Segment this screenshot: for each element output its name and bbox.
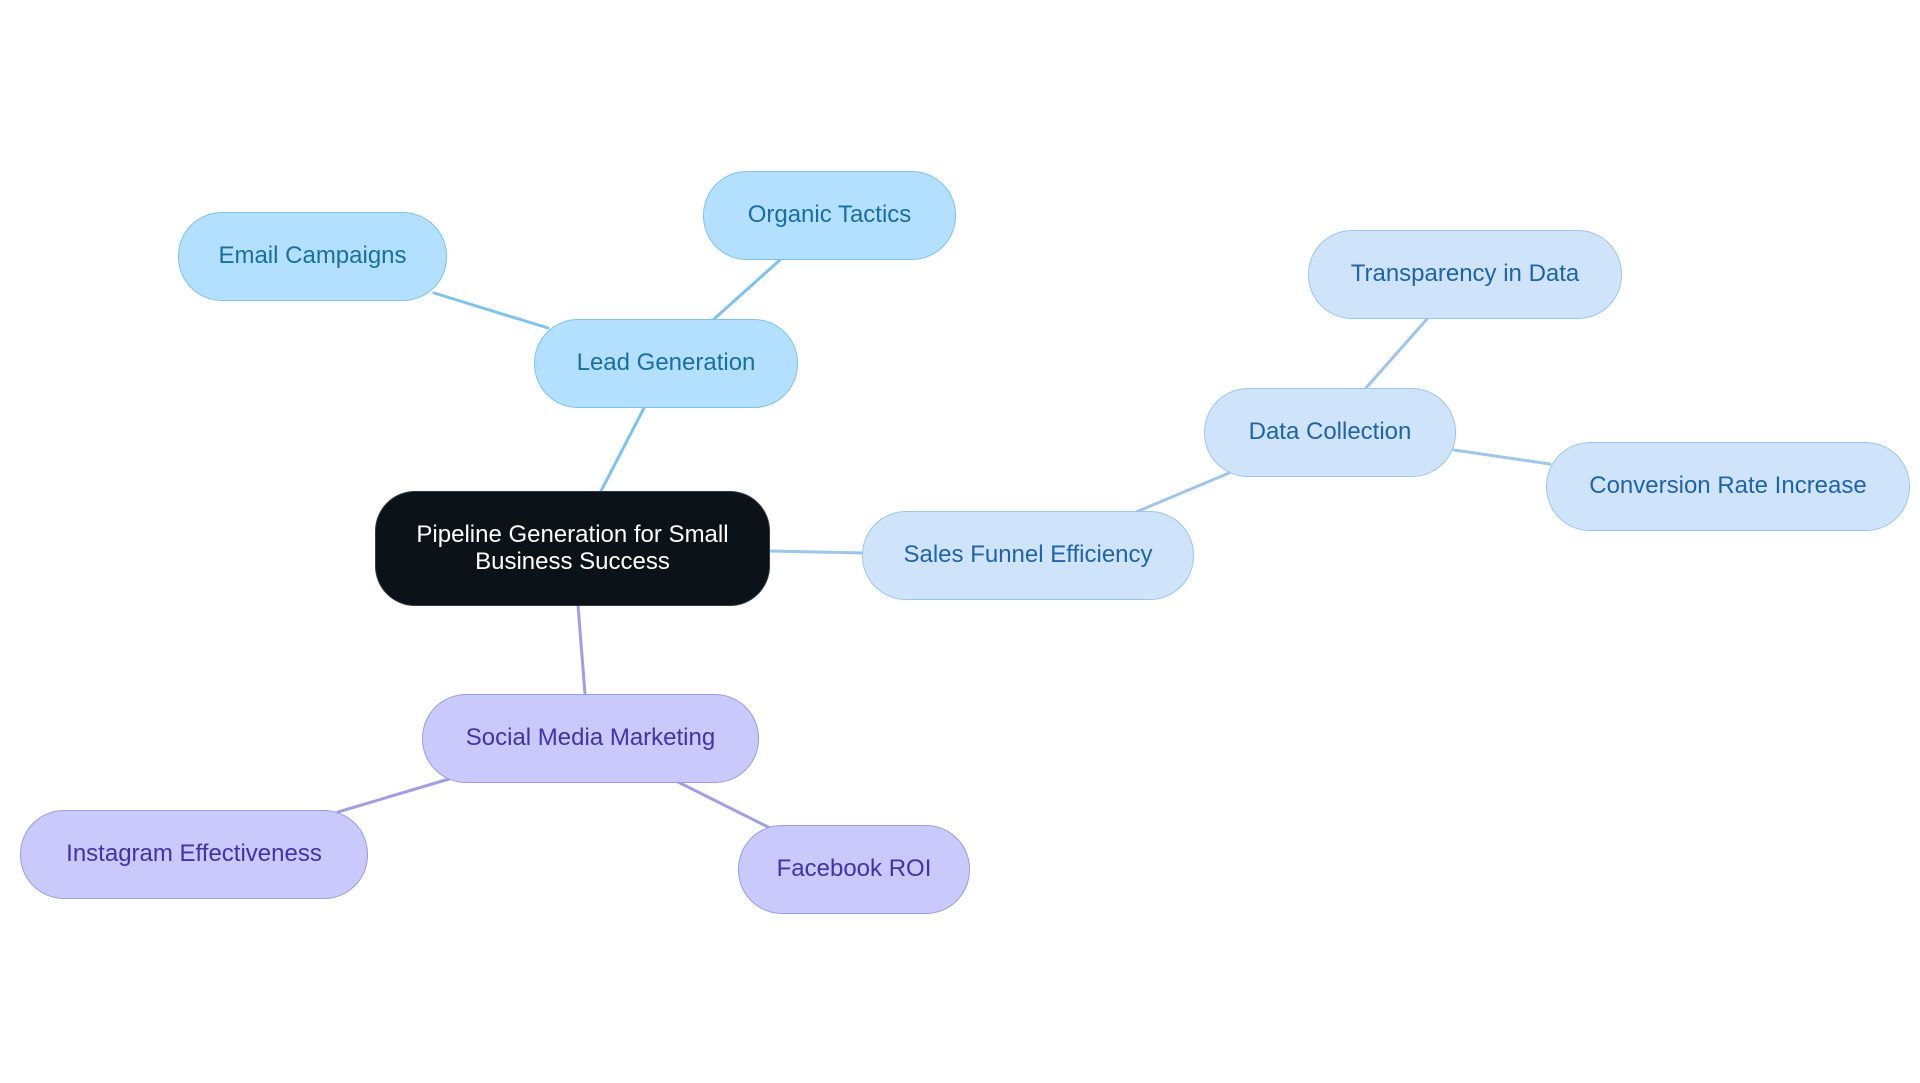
node-email-campaigns[interactable]: Email Campaigns: [178, 212, 447, 301]
connector-sales-data: [1134, 471, 1231, 514]
node-instagram-effectiveness-label: Instagram Effectiveness: [66, 840, 322, 868]
node-conversion-rate-increase-label: Conversion Rate Increase: [1589, 472, 1867, 500]
node-facebook-roi-label: Facebook ROI: [776, 855, 932, 883]
connector-lead-email: [432, 291, 550, 330]
node-conversion-rate-increase[interactable]: Conversion Rate Increase: [1546, 442, 1910, 531]
node-data-collection-label: Data Collection: [1248, 418, 1412, 446]
node-organic-tactics[interactable]: Organic Tactics: [703, 171, 956, 260]
connector-social-instagram: [336, 777, 451, 814]
node-sales-funnel-efficiency-label: Sales Funnel Efficiency: [903, 541, 1153, 569]
node-organic-tactics-label: Organic Tactics: [747, 201, 912, 229]
node-sales-funnel-efficiency[interactable]: Sales Funnel Efficiency: [862, 511, 1194, 600]
node-social-media-marketing-label: Social Media Marketing: [465, 724, 716, 752]
connector-social-facebook: [676, 780, 772, 830]
root-node[interactable]: Pipeline Generation for Small Business S…: [375, 491, 770, 606]
node-lead-generation[interactable]: Lead Generation: [534, 319, 798, 408]
node-social-media-marketing[interactable]: Social Media Marketing: [422, 694, 759, 783]
connector-root-social: [576, 603, 587, 696]
node-lead-generation-label: Lead Generation: [576, 349, 756, 377]
node-instagram-effectiveness[interactable]: Instagram Effectiveness: [20, 810, 368, 899]
node-transparency-in-data[interactable]: Transparency in Data: [1308, 230, 1622, 319]
connector-data-transparency: [1364, 317, 1429, 390]
node-transparency-in-data-label: Transparency in Data: [1350, 260, 1580, 288]
connector-root-lead: [598, 406, 646, 495]
node-data-collection[interactable]: Data Collection: [1204, 388, 1456, 477]
connector-lead-organic: [711, 257, 783, 322]
connector-root-sales: [768, 549, 866, 555]
root-node-label: Pipeline Generation for Small Business S…: [416, 521, 729, 575]
node-email-campaigns-label: Email Campaigns: [218, 242, 407, 270]
node-facebook-roi[interactable]: Facebook ROI: [738, 825, 970, 914]
connector-data-conversion: [1452, 448, 1552, 466]
